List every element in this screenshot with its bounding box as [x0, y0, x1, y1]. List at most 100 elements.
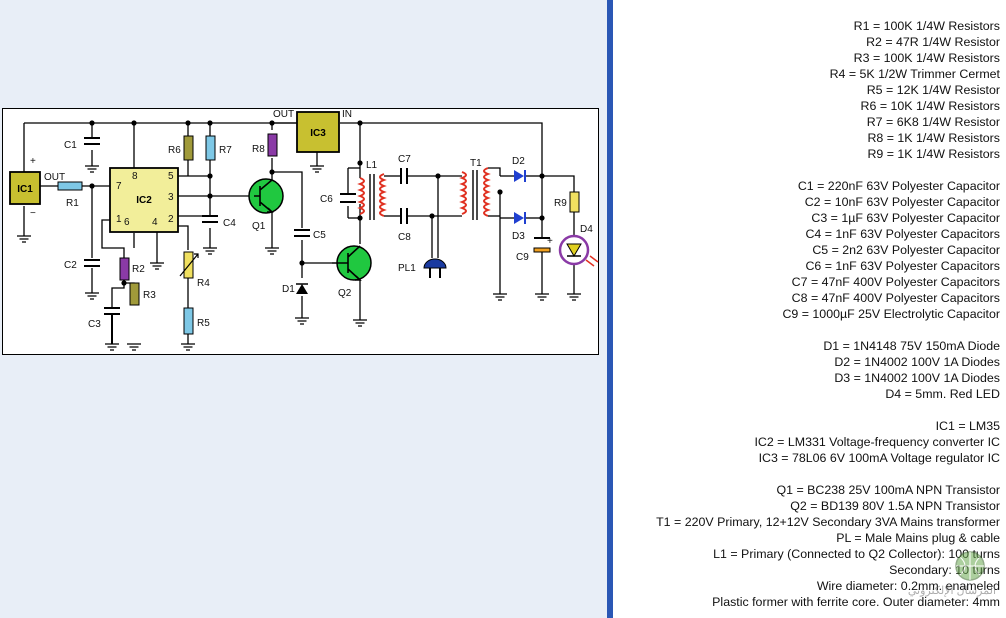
pl1-label: PL1	[398, 263, 416, 274]
ic1-label: IC1	[17, 184, 33, 195]
parts-list-item: R4 = 5K 1/2W Trimmer Cermet	[829, 67, 1000, 81]
r6-label: R6	[168, 145, 181, 156]
q2-label: Q2	[338, 288, 352, 299]
parts-list-item: IC1 = LM35	[935, 419, 1000, 433]
c8-label: C8	[398, 232, 411, 243]
parts-list-item: R8 = 1K 1/4W Resistors	[867, 131, 1000, 145]
ic2-label: IC2	[136, 195, 152, 206]
d1-diode	[296, 283, 308, 294]
parts-list-item: Plastic former with ferrite core. Outer …	[712, 595, 1000, 609]
ic1-plus-label: +	[30, 156, 36, 167]
panel-divider	[607, 0, 613, 618]
parts-list-spacer	[656, 402, 1000, 418]
parts-list-item: C8 = 47nF 400V Polyester Capacitors	[791, 291, 1000, 305]
resistors	[57, 133, 580, 335]
parts-list-spacer	[656, 466, 1000, 482]
r8-body	[267, 133, 278, 157]
parts-list-item: IC3 = 78L06 6V 100mA Voltage regulator I…	[758, 451, 1000, 465]
svg-text:+: +	[547, 236, 553, 247]
t1-transformer	[459, 167, 491, 220]
r3-label: R3	[143, 290, 156, 301]
q1-transistor	[248, 178, 284, 214]
parts-list-item: C7 = 47nF 400V Polyester Capacitors	[791, 275, 1000, 289]
c4-label: C4	[223, 218, 236, 229]
parts-list-item: PL = Male Mains plug & cable	[836, 531, 1000, 545]
parts-list-item: C2 = 10nF 63V Polyester Capacitor	[804, 195, 1000, 209]
pl1-plug	[423, 258, 447, 278]
ic1-out-label: OUT	[44, 172, 65, 183]
r5-label: R5	[197, 318, 210, 329]
r2-body	[119, 257, 130, 281]
d3-diode	[514, 212, 526, 224]
r9-label: R9	[554, 198, 567, 209]
c7-plates	[400, 168, 408, 184]
ic1-minus-label: −	[30, 208, 36, 219]
c1-plates	[84, 137, 100, 145]
c5-label: C5	[313, 230, 326, 241]
ic2-pin7: 7	[116, 181, 122, 192]
c4-plates	[202, 215, 218, 223]
r4-label: R4	[197, 278, 210, 289]
r6-body	[183, 135, 194, 161]
parts-list-item: IC2 = LM331 Voltage-frequency converter …	[754, 435, 1000, 449]
c7-label: C7	[398, 154, 411, 165]
parts-list-item: C5 = 2n2 63V Polyester Capacitor	[812, 243, 1000, 257]
r2-label: R2	[132, 264, 145, 275]
ic2-pin3: 3	[168, 192, 174, 203]
parts-list-item: L1 = Primary (Connected to Q2 Collector)…	[713, 547, 1000, 561]
ic1-sensor: IC1 OUT + −	[9, 156, 65, 219]
c5-plates	[294, 229, 310, 237]
ic2-pin4: 4	[152, 217, 158, 228]
watermark-text: المرسال الإلكتروني	[907, 585, 996, 597]
parts-list-spacer	[656, 162, 1000, 178]
c6-label: C6	[320, 194, 333, 205]
t1-label: T1	[470, 158, 482, 169]
ic3-in-label: IN	[342, 109, 352, 120]
ic3-label: IC3	[310, 128, 326, 139]
ic3-regulator: IC3 OUT IN	[273, 109, 352, 153]
parts-list-item: C3 = 1µF 63V Polyester Capacitor	[811, 211, 1000, 225]
d4-label: D4	[580, 224, 593, 235]
parts-list-item: C4 = 1nF 63V Polyester Capacitors	[805, 227, 1000, 241]
q1-label: Q1	[252, 221, 266, 232]
r8-label: R8	[252, 144, 265, 155]
circuit-schematic: IC1 OUT + − IC2 8 5 7 3 1 6 4 2 IC3 OUT …	[2, 108, 599, 355]
r9-body	[569, 191, 580, 213]
parts-list-item: R5 = 12K 1/4W Resistor	[866, 83, 1000, 97]
c1-label: C1	[64, 140, 77, 151]
left-panel: IC1 OUT + − IC2 8 5 7 3 1 6 4 2 IC3 OUT …	[2, 108, 599, 355]
r1-label: R1	[66, 198, 79, 209]
l1-inductor	[357, 173, 387, 220]
parts-list-item: Q1 = BC238 25V 100mA NPN Transistor	[776, 483, 1000, 497]
ic2-pin1: 1	[116, 214, 122, 225]
parts-list-item: R6 = 10K 1/4W Resistors	[860, 99, 1000, 113]
c6-plates	[340, 193, 356, 203]
parts-list-item: D3 = 1N4002 100V 1A Diodes	[834, 371, 1000, 385]
c2-plates	[84, 259, 100, 267]
r7-body	[205, 135, 216, 161]
c9-electrolytic: +	[533, 236, 553, 262]
l1-label: L1	[366, 160, 378, 171]
parts-list-item: D4 = 5mm. Red LED	[885, 387, 1000, 401]
c3-label: C3	[88, 319, 101, 330]
parts-list-item: R3 = 100K 1/4W Resistors	[853, 51, 1000, 65]
parts-list-item: R7 = 6K8 1/4W Resistor	[866, 115, 1000, 129]
parts-list-item: R1 = 100K 1/4W Resistors	[853, 19, 1000, 33]
parts-list-item: C6 = 1nF 63V Polyester Capacitors	[805, 259, 1000, 273]
parts-list-item: C9 = 1000µF 25V Electrolytic Capacitor	[782, 307, 1000, 321]
d4-led	[558, 234, 599, 267]
q2-transistor	[332, 245, 372, 281]
parts-list-item: R9 = 1K 1/4W Resistors	[867, 147, 1000, 161]
wires	[23, 122, 575, 344]
c8-plates	[400, 208, 408, 224]
r1-body	[57, 181, 83, 191]
d1-label: D1	[282, 284, 295, 295]
d2-diode	[514, 170, 526, 182]
parts-list-item: T1 = 220V Primary, 12+12V Secondary 3VA …	[656, 515, 1000, 529]
c2-label: C2	[64, 260, 77, 271]
capacitors	[84, 137, 408, 344]
parts-list-spacer	[656, 322, 1000, 338]
parts-list-item: C1 = 220nF 63V Polyester Capacitor	[797, 179, 1000, 193]
